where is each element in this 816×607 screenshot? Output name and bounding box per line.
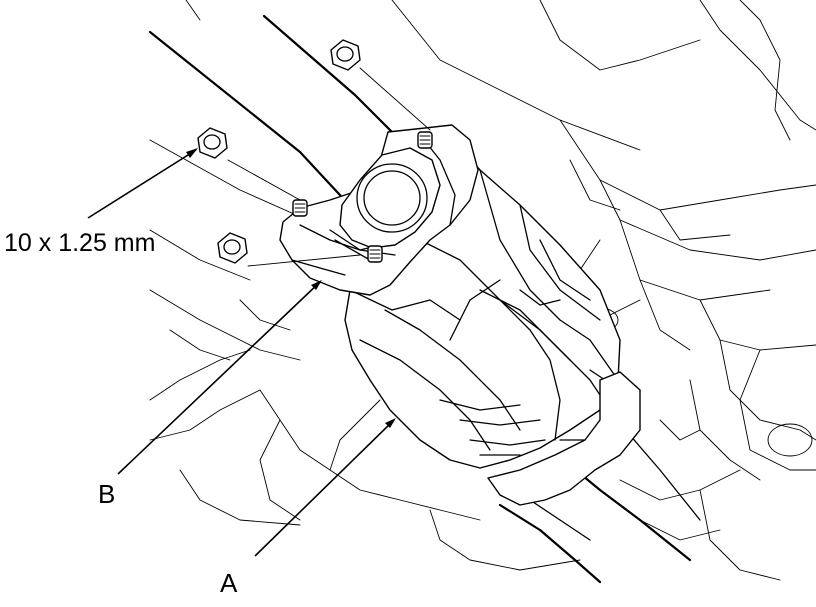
nut-top-icon [330,39,361,71]
bolt-size-label: 10 x 1.25 mm [4,229,156,257]
stud-lower [367,245,383,263]
leader-lines [87,148,396,557]
stud-upper [417,131,433,149]
part-b-label: B [98,479,116,509]
nut-mid-icon [197,127,228,159]
flange [329,147,441,261]
part-a-label: A [220,568,238,598]
stud-left [292,199,308,217]
flange-nuts [197,39,431,267]
nut-low-icon [217,232,248,264]
studs [292,131,433,263]
